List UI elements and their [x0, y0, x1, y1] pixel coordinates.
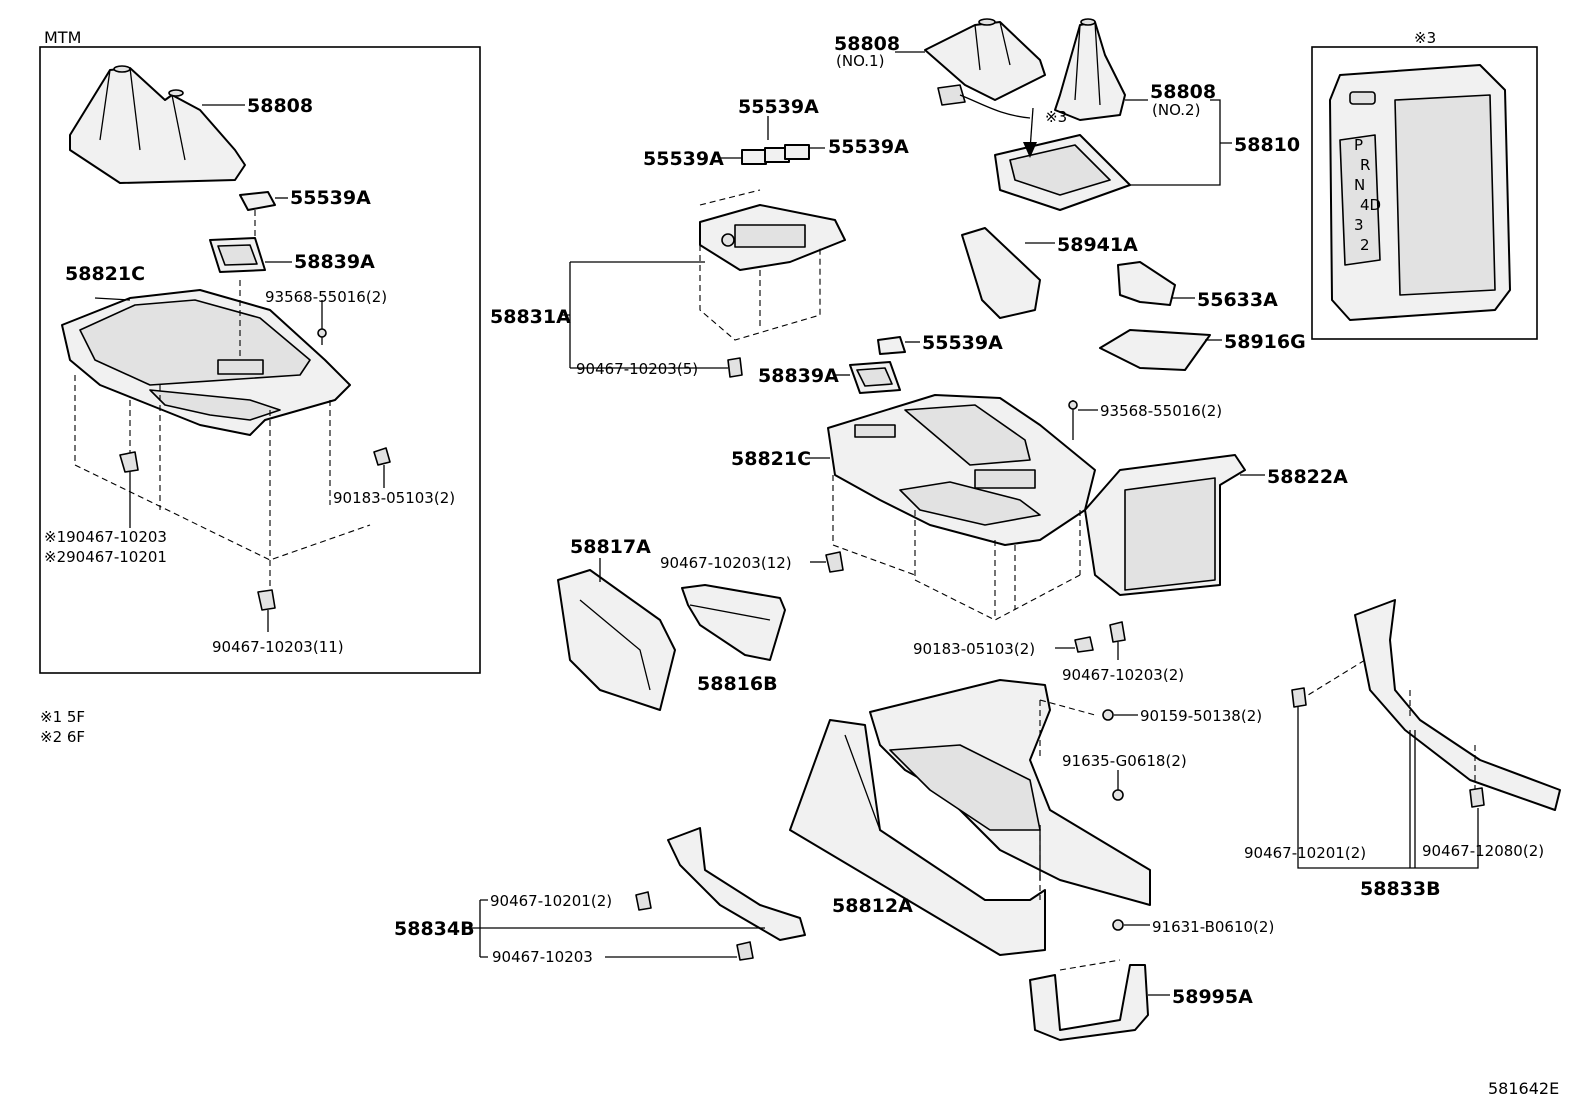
screw: [1068, 400, 1078, 410]
mtm-nut: [373, 447, 391, 466]
mtm-panel: MTM 58808 55539A 58839A 93568-55016(2): [39, 28, 481, 674]
note-2: ※2 6F: [40, 728, 85, 746]
clip2: [1109, 621, 1126, 643]
mtm-panel-frame: [39, 46, 481, 674]
indicator-label: 58810: [1234, 134, 1300, 156]
bolt1: [1102, 709, 1114, 721]
bezel-label: 58839A: [758, 365, 839, 387]
armrest: [961, 227, 1041, 319]
mtm-button-label: 55539A: [290, 187, 371, 209]
clip-r1-label: 90467-10201(2): [1244, 844, 1366, 862]
clip-r1: [1291, 687, 1307, 708]
clip5-label: 90467-10203(5): [576, 360, 698, 378]
clip2-label: 90467-10203(2): [1062, 666, 1184, 684]
clip-l2-label: 90467-10203: [492, 948, 593, 966]
clip-r2-label: 90467-12080(2): [1422, 842, 1544, 860]
screw-label: 93568-55016(2): [1100, 402, 1222, 420]
mtm-clip-a: [119, 451, 139, 473]
inset-gate-labels: PRN 4D 3 2: [1354, 136, 1381, 254]
inset-gate-3: 4D: [1360, 196, 1381, 214]
mtm-clip-b-label: ※290467-10201: [44, 548, 167, 566]
inset-gate-0: P: [1354, 136, 1363, 154]
mtm-panel-label: 58821C: [65, 263, 145, 285]
btn-right-label: 55539A: [828, 136, 909, 158]
inset-frame: [1311, 46, 1538, 340]
clip5: [727, 357, 743, 378]
clip-l1-label: 90467-10201(2): [490, 892, 612, 910]
boot2-sub-label: (NO.2): [1152, 101, 1200, 119]
armrest-label: 58941A: [1057, 234, 1138, 256]
mtm-console-panel: [61, 289, 351, 436]
mtm-screw-label: 93568-55016(2): [265, 288, 387, 306]
switch-base-label: 58831A: [490, 306, 571, 328]
bolt1-label: 90159-50138(2): [1140, 707, 1262, 725]
inset-title: ※3: [1414, 29, 1436, 47]
mtm-boot-label: 58808: [247, 95, 313, 117]
center-trim: [681, 584, 786, 661]
switch-button-right: [784, 144, 810, 160]
btn-mid-label: 55539A: [922, 332, 1003, 354]
button-mid: [877, 336, 906, 355]
bolt3-label: 91631-B0610(2): [1152, 918, 1274, 936]
holder: [1117, 261, 1176, 306]
console-panel: [827, 394, 1096, 546]
console-label: 58812A: [832, 895, 913, 917]
clip-l1: [635, 891, 652, 911]
mtm-nut-label: 90183-05103(2): [333, 489, 455, 507]
bolt3: [1112, 919, 1124, 931]
mtm-bezel-label: 58839A: [294, 251, 375, 273]
bolt2: [1112, 789, 1124, 801]
lower-console: [789, 679, 1151, 956]
side-cover-label: 58817A: [570, 536, 651, 558]
bracket: [1029, 964, 1149, 1041]
clip12-label: 90467-10203(12): [660, 554, 792, 572]
holder-label: 55633A: [1197, 289, 1278, 311]
mtm-panel-title: MTM: [44, 28, 81, 47]
diagram-id: 581642E: [1488, 1079, 1559, 1098]
btn-top-label: 55539A: [738, 96, 819, 118]
shift-boot-no1: [924, 18, 1046, 101]
right-side-trim: [1354, 599, 1561, 811]
nut: [1074, 636, 1094, 653]
panel-label: 58821C: [731, 448, 811, 470]
inset-gate-5: 2: [1360, 236, 1370, 254]
mtm-shift-boot: [69, 65, 246, 184]
note-1: ※1 5F: [40, 708, 85, 726]
side-cover: [557, 569, 676, 711]
inset-gate-2: N: [1354, 176, 1365, 194]
clip-r2: [1469, 787, 1485, 808]
mtm-clip-bottom: [257, 589, 276, 611]
inset-gate-1: R: [1360, 156, 1370, 174]
clip-l2: [736, 941, 754, 961]
nut-label: 90183-05103(2): [913, 640, 1035, 658]
switch-base: [699, 204, 846, 271]
mtm-screw: [317, 328, 327, 338]
ref3-label: ※3: [1045, 108, 1067, 126]
boot2-label: 58808: [1150, 81, 1216, 103]
inset-panel: ※3 PRN 4D 3 2: [1311, 29, 1538, 340]
side-right-label: 58833B: [1360, 878, 1441, 900]
clip12: [825, 551, 844, 573]
btn-left-label: 55539A: [643, 148, 724, 170]
inset-gate-4: 3: [1354, 216, 1364, 234]
switch-button-left: [741, 149, 767, 165]
box-label: 58822A: [1267, 466, 1348, 488]
trim-label: 58816B: [697, 673, 778, 695]
bolt2-label: 91635-G0618(2): [1062, 752, 1187, 770]
mtm-button: [239, 191, 276, 211]
boot1-label: 58808: [834, 33, 900, 55]
mat-label: 58916G: [1224, 331, 1306, 353]
shift-boot-no2: [1054, 18, 1126, 121]
mtm-clip-bottom-label: 90467-10203(11): [212, 638, 344, 656]
boot1-sub-label: (NO.1): [836, 52, 884, 70]
shift-indicator: [937, 84, 1131, 211]
bracket-label: 58995A: [1172, 986, 1253, 1008]
left-side-trim: [667, 827, 806, 941]
console-box: [1084, 454, 1246, 596]
mat: [1099, 329, 1211, 371]
side-left-label: 58834B: [394, 918, 475, 940]
mtm-clip-a-label: ※190467-10203: [44, 528, 167, 546]
